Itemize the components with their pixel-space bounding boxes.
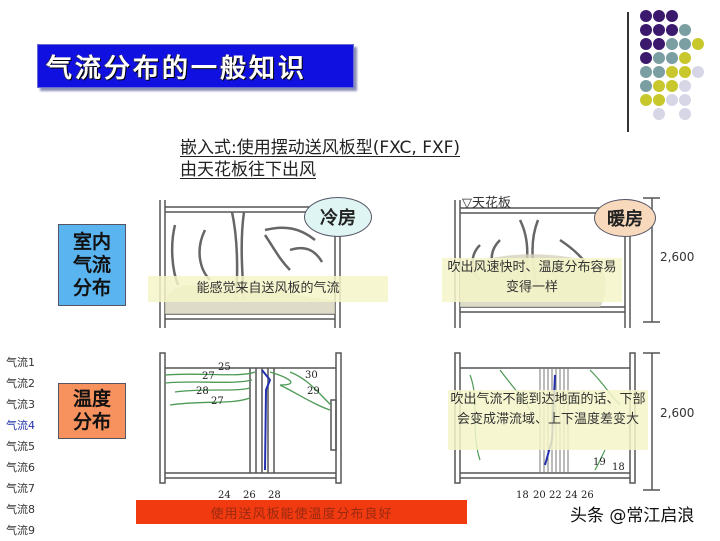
heading-line-1: 嵌入式:使用摆动送风板型(FXC, FXF) (180, 138, 461, 158)
temperature-label-text: 温度 分布 (72, 388, 111, 433)
side-item-6[interactable]: 气流6 (6, 461, 35, 474)
side-item-9[interactable]: 气流9 (6, 524, 35, 537)
bottom-temp-label: 22 (549, 490, 562, 501)
isotherm-label: 27 (202, 371, 215, 382)
bottom-temp-label: 20 (533, 490, 546, 501)
slide-title: 气流分布的一般知识 (46, 53, 308, 84)
side-item-3[interactable]: 气流3 (6, 398, 35, 411)
bottom-temp-label: 18 (516, 490, 529, 501)
height-dimension-top: 2,600 (660, 250, 695, 264)
heating-airflow-note: 吹出风速快时、温度分布容易变得一样 (442, 258, 622, 302)
height-dimension-bottom: 2,600 (660, 406, 695, 420)
decor-divider (627, 12, 629, 132)
cooling-airflow-note: 能感觉来自送风板的气流 (148, 276, 388, 302)
side-item-4[interactable]: 气流4 (6, 419, 35, 432)
section-heading: 嵌入式:使用摆动送风板型(FXC, FXF) 由天花板往下出风 (180, 137, 460, 181)
conclusion-text: 使用送风板能使温度分布良好 (210, 506, 393, 522)
isotherm-label: 27 (211, 396, 224, 407)
heading-line-2: 由天花板往下出风 (180, 160, 316, 180)
cooling-mode-label: 冷房 (320, 208, 356, 229)
ceiling-label: ▽天花板 (462, 196, 511, 211)
isotherm-label: 29 (307, 386, 320, 397)
slide-title-bar: 气流分布的一般知识 (37, 44, 354, 88)
heating-temp-note: 吹出气流不能到达地面的话、下部会变成滞流域、上下温度差变大 (448, 390, 648, 450)
side-item-1[interactable]: 气流1 (6, 356, 35, 369)
isotherm-label: 25 (218, 362, 231, 373)
isotherm-label: 28 (196, 386, 209, 397)
decor-dot-grid (640, 10, 720, 120)
side-item-5[interactable]: 气流5 (6, 440, 35, 453)
conclusion-banner: 使用送风板能使温度分布良好 (136, 500, 467, 524)
bottom-temp-label: 24 (218, 490, 231, 501)
airflow-distribution-label: 室内 气流 分布 (58, 224, 126, 306)
watermark: 头条 @常江启浪 (570, 506, 695, 526)
isotherm-label: 30 (305, 370, 318, 381)
bottom-temp-label: 26 (581, 490, 594, 501)
bottom-temp-label: 24 (565, 490, 578, 501)
heating-mode-bubble: 暖房 (594, 199, 656, 237)
airflow-label-text: 室内 气流 分布 (72, 230, 111, 299)
cooling-mode-bubble: 冷房 (304, 197, 372, 237)
bottom-temp-label: 28 (268, 490, 281, 501)
side-item-7[interactable]: 气流7 (6, 482, 35, 495)
isotherm-label: 18 (612, 462, 625, 473)
side-navigation-list: 气流1 气流2 气流3 气流4 气流5 气流6 气流7 气流8 气流9 (6, 352, 35, 541)
bottom-temp-label: 26 (243, 490, 256, 501)
side-item-8[interactable]: 气流8 (6, 503, 35, 516)
isotherm-label: 19 (593, 457, 606, 468)
side-item-2[interactable]: 气流2 (6, 377, 35, 390)
heating-mode-label: 暖房 (607, 209, 643, 230)
temperature-distribution-label: 温度 分布 (58, 383, 126, 439)
